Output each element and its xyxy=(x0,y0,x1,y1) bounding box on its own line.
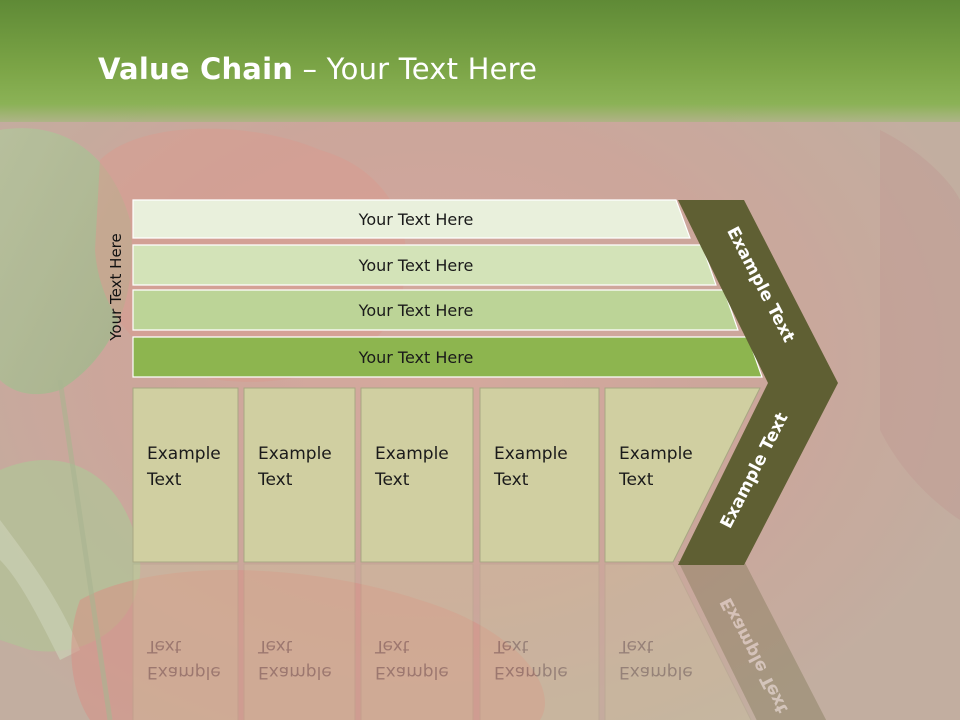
primary-activity-box xyxy=(243,387,356,563)
primary-box-line2: Text xyxy=(146,636,182,656)
primary-box-line1: Example xyxy=(494,662,568,682)
slide-title-rest: – Your Text Here xyxy=(293,52,538,86)
chevron-reflection-lower xyxy=(678,561,827,720)
primary-box-line1: Example xyxy=(619,444,693,464)
primary-box-line2: Text xyxy=(374,470,410,490)
primary-box-line1: Example xyxy=(147,662,221,682)
primary-box-line2: Text xyxy=(374,636,410,656)
header-band xyxy=(0,0,960,122)
primary-box-line2: Text xyxy=(493,636,529,656)
slide-title: Value Chain – Your Text Here xyxy=(98,52,537,86)
primary-box-line1: Example xyxy=(375,444,449,464)
support-bar xyxy=(132,199,691,239)
primary-box-line2: Text xyxy=(257,470,293,490)
primary-box-line1: Example xyxy=(258,662,332,682)
primary-box-line1: Example xyxy=(258,444,332,464)
primary-box-line1: Example xyxy=(619,662,693,682)
margin-chevron xyxy=(678,200,838,565)
support-bar xyxy=(132,336,763,378)
primary-box-line1: Example xyxy=(147,444,221,464)
support-bar xyxy=(132,244,717,286)
primary-box-line1: Example xyxy=(375,662,449,682)
primary-box-line2: Text xyxy=(493,470,529,490)
primary-activity-box xyxy=(604,387,761,563)
primary-activity-box xyxy=(360,387,474,563)
primary-box-line2: Text xyxy=(618,470,654,490)
support-bar-label: Your Text Here xyxy=(358,301,474,320)
primary-box-line2: Text xyxy=(146,470,182,490)
support-bar-label: Your Text Here xyxy=(358,256,474,275)
primary-activity-box xyxy=(604,563,752,720)
primary-activity-box xyxy=(479,563,600,720)
support-bar-label: Your Text Here xyxy=(358,348,474,367)
primary-activity-box xyxy=(132,387,239,563)
primary-activity-box xyxy=(243,563,356,720)
primary-box-line2: Text xyxy=(618,636,654,656)
support-bar-label: Your Text Here xyxy=(358,210,474,229)
slide-title-bold: Value Chain xyxy=(98,52,294,86)
primary-box-line1: Example xyxy=(494,444,568,464)
chevron-reflection xyxy=(678,561,800,706)
support-bar xyxy=(132,289,739,331)
primary-activity-box xyxy=(360,563,474,720)
primary-box-line2: Text xyxy=(257,636,293,656)
primary-activity-box xyxy=(132,563,239,720)
primary-activity-box xyxy=(479,387,600,563)
